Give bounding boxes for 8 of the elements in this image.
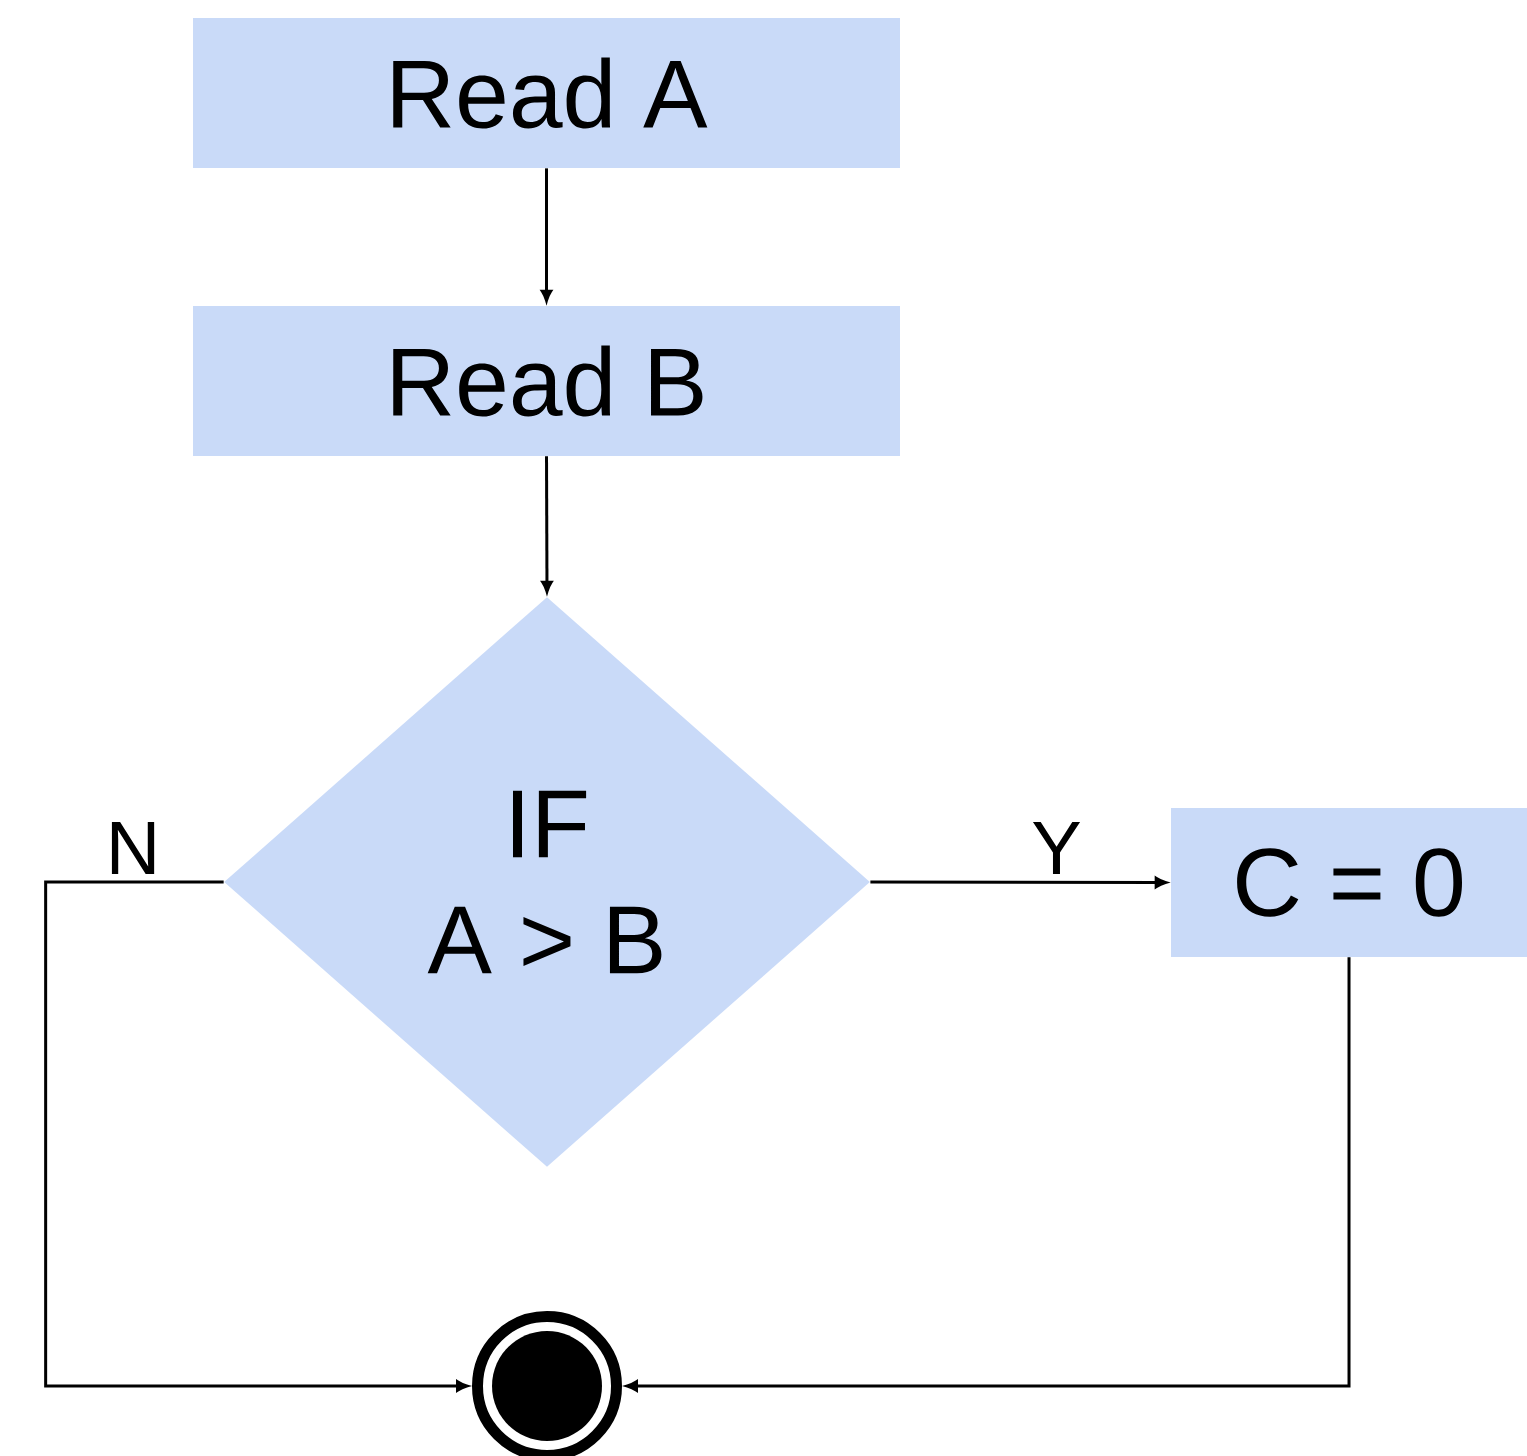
process-box: Read A bbox=[193, 18, 900, 168]
process-box: Read B bbox=[193, 306, 900, 456]
arrow bbox=[44, 880, 469, 1392]
end-state-symbol bbox=[472, 1311, 622, 1456]
edge-label: Y bbox=[1032, 822, 1081, 874]
process-box: C = 0 bbox=[1171, 808, 1527, 957]
arrow bbox=[625, 957, 1351, 1392]
edge-label: N bbox=[111, 822, 155, 874]
